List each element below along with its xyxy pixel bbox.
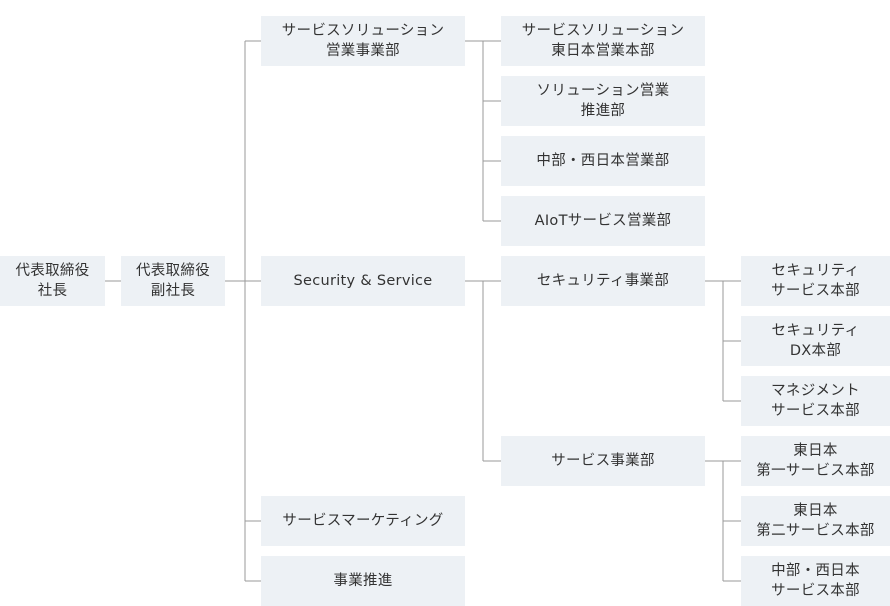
node-security-service-division: Security & Service	[261, 256, 465, 306]
node-label: セキュリティ DX本部	[771, 323, 860, 359]
node-label: 東日本 第二サービス本部	[756, 503, 875, 539]
node-east-japan-sales-hq: サービスソリューション 東日本営業本部	[501, 16, 705, 66]
node-label: 東日本 第一サービス本部	[756, 443, 875, 479]
node-solution-promotion-dept: ソリューション営業 推進部	[501, 76, 705, 126]
node-chubu-west-service-hq: 中部・西日本 サービス本部	[741, 556, 890, 606]
node-label: セキュリティ サービス本部	[771, 263, 860, 299]
node-security-business-division: セキュリティ事業部	[501, 256, 705, 306]
node-label: Security & Service	[293, 273, 433, 289]
node-service-marketing-division: サービスマーケティング	[261, 496, 465, 546]
node-label: ソリューション営業 推進部	[536, 83, 670, 119]
node-service-solution-division: サービスソリューション 営業事業部	[261, 16, 465, 66]
node-label: サービスソリューション 東日本営業本部	[521, 23, 685, 59]
node-label: サービス事業部	[551, 453, 655, 469]
node-chubu-west-sales-dept: 中部・西日本営業部	[501, 136, 705, 186]
node-business-promotion-division: 事業推進	[261, 556, 465, 606]
node-label: 中部・西日本営業部	[536, 153, 670, 169]
node-label: 中部・西日本 サービス本部	[771, 563, 860, 599]
node-east-japan-second-service-hq: 東日本 第二サービス本部	[741, 496, 890, 546]
node-label: 代表取締役 社長	[15, 263, 90, 299]
node-east-japan-first-service-hq: 東日本 第一サービス本部	[741, 436, 890, 486]
node-security-service-hq: セキュリティ サービス本部	[741, 256, 890, 306]
node-ceo: 代表取締役 社長	[0, 256, 105, 306]
node-label: AIoTサービス営業部	[534, 213, 672, 229]
node-label: 代表取締役 副社長	[136, 263, 210, 299]
node-aiot-sales-dept: AIoTサービス営業部	[501, 196, 705, 246]
node-label: セキュリティ事業部	[536, 273, 670, 289]
node-label: 事業推進	[333, 573, 393, 589]
node-label: マネジメント サービス本部	[771, 383, 860, 419]
node-service-business-division: サービス事業部	[501, 436, 705, 486]
node-vice-president: 代表取締役 副社長	[121, 256, 225, 306]
node-managed-service-hq: マネジメント サービス本部	[741, 376, 890, 426]
node-security-dx-hq: セキュリティ DX本部	[741, 316, 890, 366]
node-label: サービスソリューション 営業事業部	[281, 23, 445, 59]
node-label: サービスマーケティング	[282, 513, 444, 529]
